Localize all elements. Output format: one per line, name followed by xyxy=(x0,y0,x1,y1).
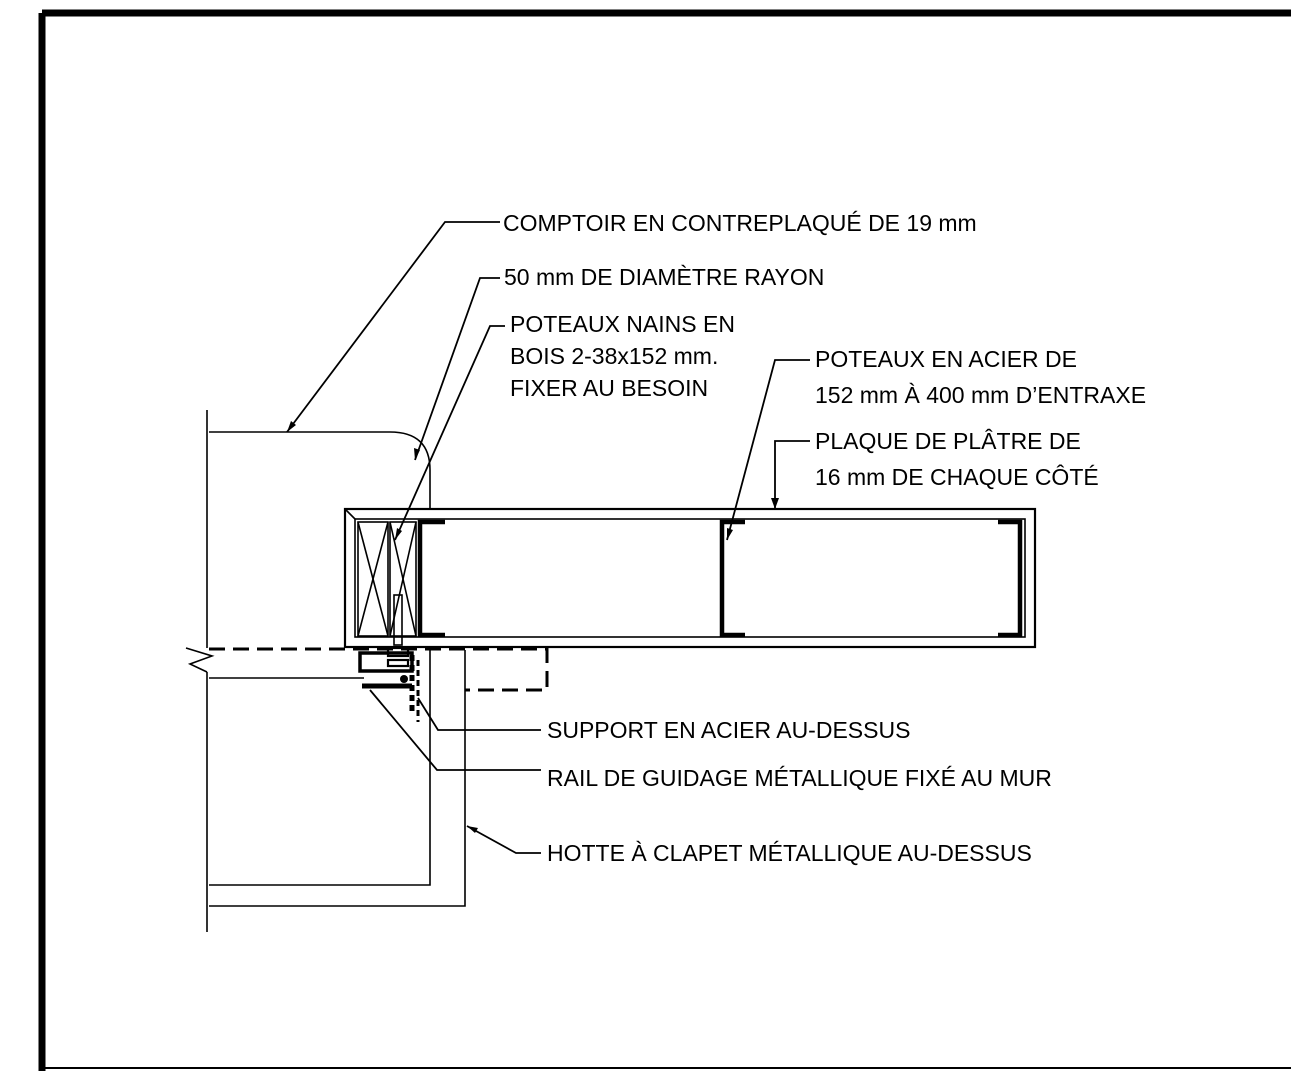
label-guide-rail: RAIL DE GUIDAGE MÉTALLIQUE FIXÉ AU MUR xyxy=(547,765,1052,791)
sheet-border xyxy=(38,9,1291,1071)
label-hood: HOTTE À CLAPET MÉTALLIQUE AU-DESSUS xyxy=(547,840,1032,866)
label-countertop: COMPTOIR EN CONTREPLAQUÉ DE 19 mm xyxy=(503,210,977,236)
label-gypsum-2: 16 mm DE CHAQUE CÔTÉ xyxy=(815,463,1099,490)
steel-support xyxy=(209,647,549,722)
label-steel-studs-2: 152 mm À 400 mm D’ENTRAXE xyxy=(815,382,1146,408)
annotations: COMPTOIR EN CONTREPLAQUÉ DE 19 mm 50 mm … xyxy=(503,210,1146,866)
label-dwarf-posts-1: POTEAUX NAINS EN xyxy=(510,311,735,337)
leader-lines xyxy=(286,221,810,854)
label-dwarf-posts-2: BOIS 2-38x152 mm. xyxy=(510,343,718,369)
lower-cabinet xyxy=(209,650,466,907)
label-gypsum-1: PLAQUE DE PLÂTRE DE xyxy=(815,428,1081,454)
partition-wall xyxy=(343,507,1037,649)
label-steel-support: SUPPORT EN ACIER AU-DESSUS xyxy=(547,717,910,743)
wood-dwarf-posts xyxy=(357,521,417,637)
countertop xyxy=(209,431,431,510)
wall-section xyxy=(185,410,215,932)
steel-studs xyxy=(417,519,1023,638)
label-dwarf-posts-3: FIXER AU BESOIN xyxy=(510,375,708,401)
label-radius: 50 mm DE DIAMÈTRE RAYON xyxy=(504,264,824,290)
label-steel-studs-1: POTEAUX EN ACIER DE xyxy=(815,346,1077,372)
